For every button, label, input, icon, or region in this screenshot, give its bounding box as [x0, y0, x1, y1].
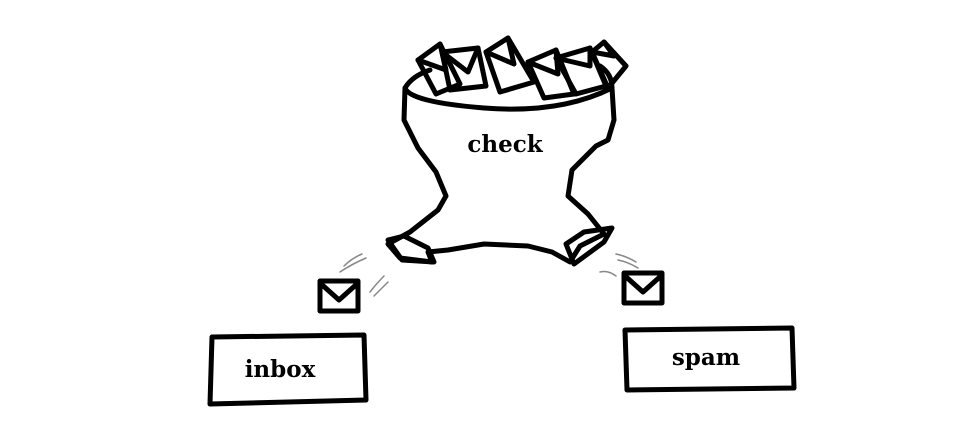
envelope-icon: [483, 35, 537, 95]
motion-lines-right: [599, 253, 639, 277]
inbox-box: inbox: [207, 332, 369, 407]
right-outlet: [563, 225, 615, 267]
filter-label: check: [467, 131, 543, 158]
funnel-rim: [402, 63, 615, 91]
envelope-icon: [589, 39, 629, 91]
spam-box: spam: [622, 325, 797, 393]
motion-lines-left: [339, 253, 389, 297]
envelope-icon: [621, 270, 665, 306]
incoming-envelopes: [415, 35, 629, 101]
envelope-icon: [439, 45, 489, 93]
spam-label: spam: [672, 344, 740, 371]
envelope-icon: [317, 278, 361, 314]
inbox-label: inbox: [245, 356, 316, 383]
left-outlet: [385, 233, 437, 265]
